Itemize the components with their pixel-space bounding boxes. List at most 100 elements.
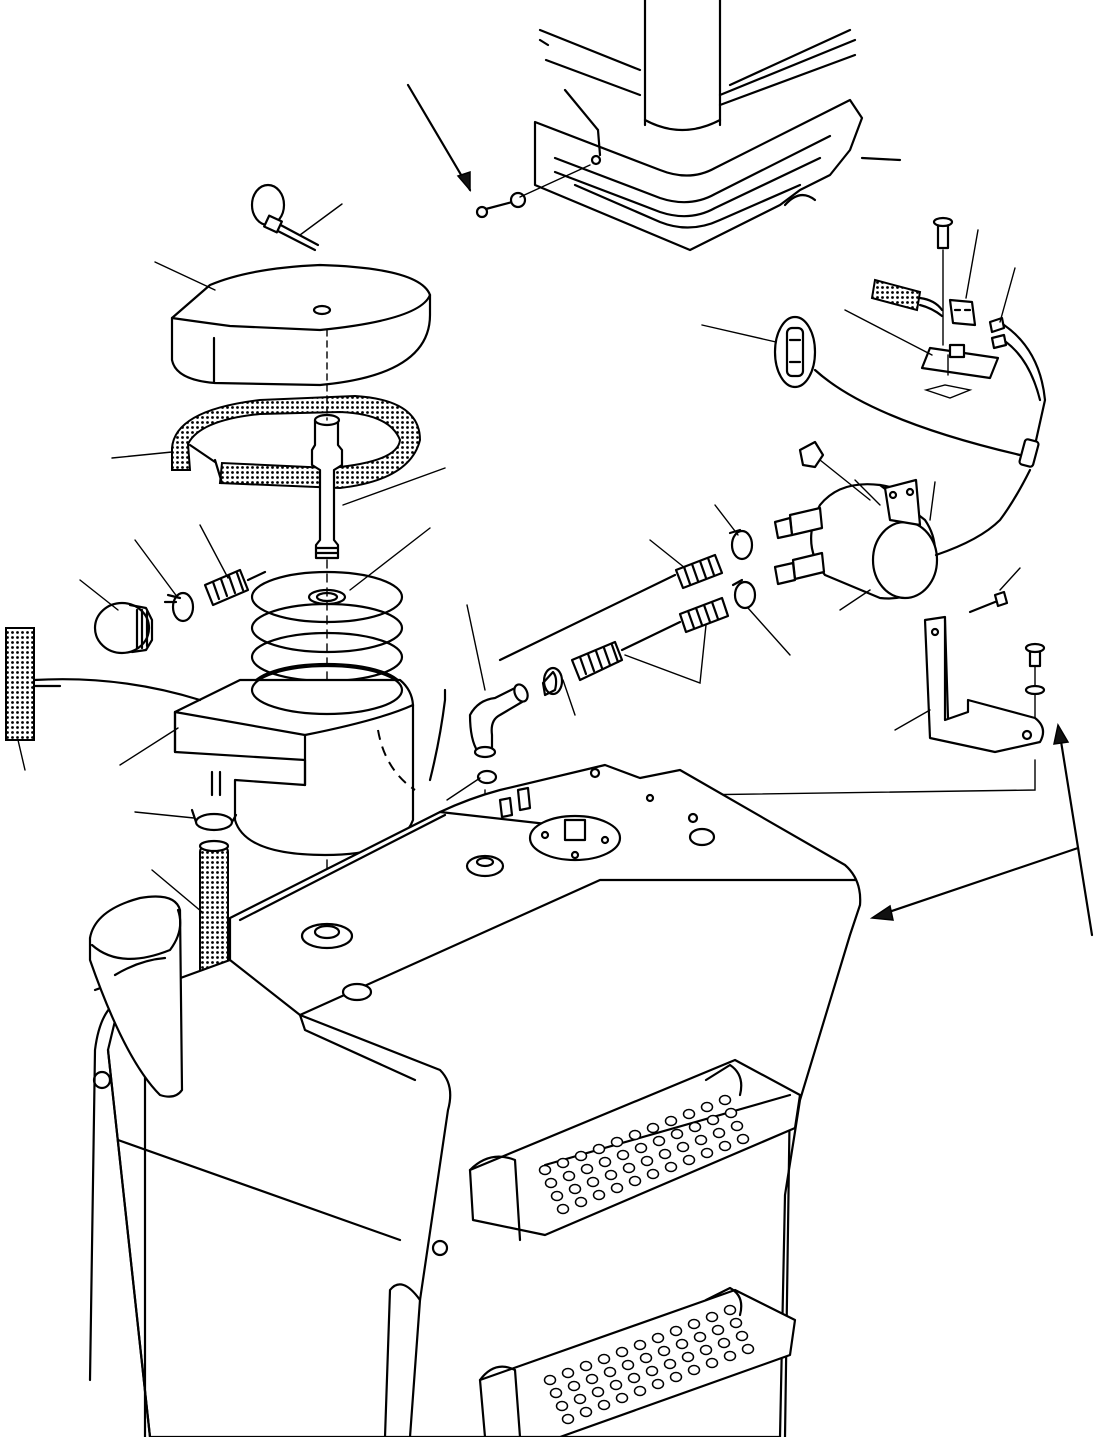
step-treads	[538, 1094, 755, 1425]
tread-bump	[669, 1371, 683, 1383]
tread-bump	[573, 1393, 587, 1405]
tread-bump	[664, 1115, 678, 1127]
hose-clamps-right	[714, 504, 791, 656]
tread-bump	[724, 1107, 738, 1119]
tread-bump	[645, 1365, 659, 1377]
fuse-holder	[701, 315, 1022, 457]
tread-bump	[579, 1360, 593, 1372]
tread-bump	[616, 1149, 630, 1161]
tread-bump	[717, 1337, 731, 1349]
tread-bump	[609, 1379, 623, 1391]
shaft	[310, 329, 446, 560]
tread-bump	[598, 1156, 612, 1168]
tread-bump	[729, 1317, 743, 1329]
tread-bump	[574, 1196, 588, 1208]
tread-bump	[568, 1183, 582, 1195]
tank-body	[88, 763, 862, 1437]
tread-bump	[555, 1400, 569, 1412]
tread-bump	[634, 1142, 648, 1154]
tread-bump	[712, 1127, 726, 1139]
tread-bump	[585, 1373, 599, 1385]
spring-left	[199, 524, 267, 607]
tread-bump	[580, 1163, 594, 1175]
tread-bump	[603, 1366, 617, 1378]
tread-bump	[651, 1332, 665, 1344]
tread-bump	[669, 1325, 683, 1337]
tread-bump	[544, 1177, 558, 1189]
elbow-fitting	[428, 604, 529, 851]
tread-bump	[561, 1367, 575, 1379]
clamp-left	[134, 539, 195, 623]
fuel-filler-neck	[88, 895, 184, 1098]
tread-bump	[681, 1351, 695, 1363]
tread-bump	[682, 1108, 696, 1120]
tread-bump	[652, 1135, 666, 1147]
tread-bump	[633, 1339, 647, 1351]
tread-bump	[579, 1406, 593, 1418]
tread-bump	[640, 1155, 654, 1167]
tread-bump	[736, 1133, 750, 1145]
tread-bump	[550, 1190, 564, 1202]
tread-bump	[663, 1358, 677, 1370]
tread-bump	[682, 1154, 696, 1166]
bracket-bolts	[968, 567, 1046, 731]
tread-bump	[676, 1141, 690, 1153]
tread-bump	[646, 1122, 660, 1134]
tread-bump	[597, 1353, 611, 1365]
tread-bump	[586, 1176, 600, 1188]
tread-bump	[610, 1136, 624, 1148]
tread-bump	[658, 1148, 672, 1160]
tread-bump	[657, 1345, 671, 1357]
tread-bump	[651, 1378, 665, 1390]
tread-bump	[543, 1374, 557, 1386]
tread-bump	[694, 1134, 708, 1146]
tread-bump	[615, 1392, 629, 1404]
tread-bump	[627, 1372, 641, 1384]
tread-bump	[735, 1330, 749, 1342]
fuse-strip	[5, 627, 202, 771]
tread-bump	[610, 1182, 624, 1194]
tread-bump	[592, 1143, 606, 1155]
pin-clip	[250, 183, 343, 252]
tread-bump	[705, 1311, 719, 1323]
tread-bump	[567, 1380, 581, 1392]
tread-bump	[621, 1359, 635, 1371]
cover	[154, 261, 432, 387]
tread-bump	[718, 1140, 732, 1152]
solenoid-pump	[773, 440, 1032, 611]
leader-arrow-top	[406, 83, 472, 193]
hose-clamp-lower	[134, 808, 238, 832]
tread-bump	[639, 1352, 653, 1364]
tread-bump	[723, 1350, 737, 1362]
tread-bump	[699, 1344, 713, 1356]
tread-bump	[538, 1164, 552, 1176]
tread-bump	[706, 1114, 720, 1126]
tread-bump	[693, 1331, 707, 1343]
tread-bump	[718, 1094, 732, 1106]
mount-bracket	[689, 615, 1045, 796]
cap-knob	[79, 579, 154, 655]
tread-bump	[574, 1150, 588, 1162]
tread-bump	[591, 1386, 605, 1398]
tread-bump	[723, 1304, 737, 1316]
tread-bump	[615, 1346, 629, 1358]
tread-bump	[628, 1129, 642, 1141]
tread-bump	[675, 1338, 689, 1350]
seat-screw	[475, 164, 591, 219]
hose-pair	[498, 539, 730, 716]
tread-bump	[556, 1157, 570, 1169]
tread-bump	[705, 1357, 719, 1369]
tread-bump	[646, 1168, 660, 1180]
tread-bump	[711, 1324, 725, 1336]
tread-bump	[688, 1121, 702, 1133]
tread-bump	[622, 1162, 636, 1174]
tread-bump	[670, 1128, 684, 1140]
tread-bump	[556, 1203, 570, 1215]
tread-bump	[628, 1175, 642, 1187]
tread-bump	[561, 1413, 575, 1425]
tread-bump	[664, 1161, 678, 1173]
tread-bump	[741, 1343, 755, 1355]
tread-bump	[562, 1170, 576, 1182]
tread-bump	[604, 1169, 618, 1181]
